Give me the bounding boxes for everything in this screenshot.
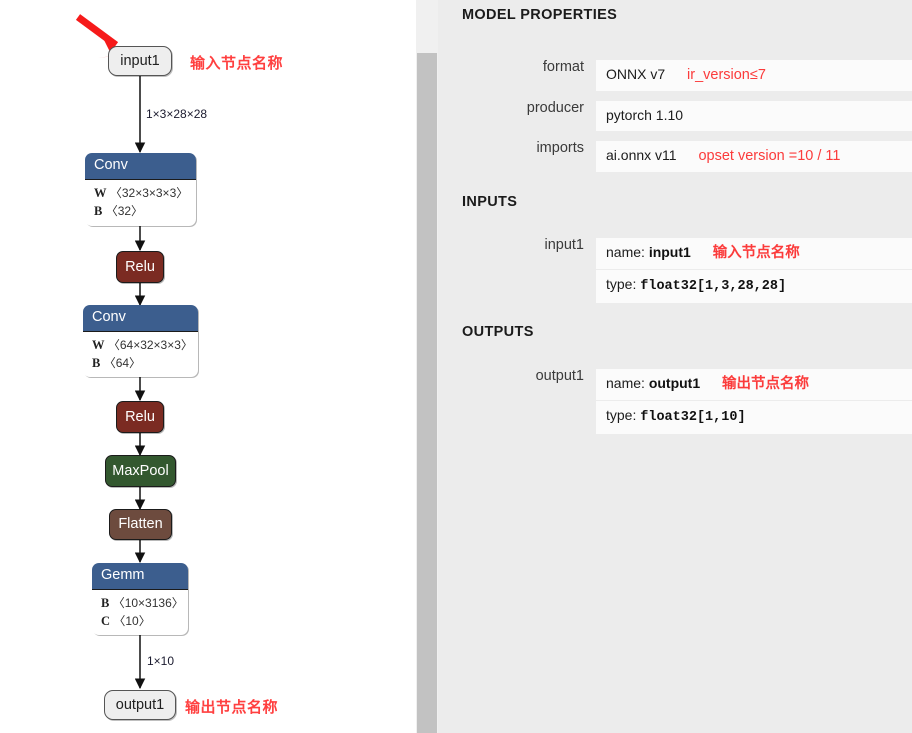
- graph-node-output1-label: output1: [115, 696, 165, 713]
- graph-node-input1-label: input1: [120, 52, 160, 69]
- input-name-label: name:: [606, 244, 645, 260]
- property-key-input1: input1: [544, 237, 584, 253]
- annotation-input-node-name: 输入节点名称: [712, 245, 800, 261]
- output-type-label: type:: [606, 407, 637, 424]
- input-type-value: float32[1,3,28,28]: [640, 279, 787, 295]
- property-key-format: format: [542, 59, 584, 75]
- graph-node-relu-2[interactable]: Relu: [116, 401, 164, 433]
- graph-node-relu-1-label: Relu: [125, 258, 155, 275]
- attr-key: W: [94, 185, 107, 200]
- property-row-output1: output1 name: output1 输出节点名称 type: float…: [462, 368, 912, 434]
- attr-key: B: [94, 204, 103, 219]
- input-node-annotation: 输入节点名称: [190, 55, 284, 72]
- edge-label-input-shape: 1×3×28×28: [146, 107, 208, 121]
- graph-node-flatten-label: Flatten: [118, 516, 163, 533]
- graph-node-gemm-attrs: B 〈10×3136〉 C 〈10〉: [92, 590, 188, 635]
- vertical-scrollbar-thumb[interactable]: [417, 53, 437, 733]
- attr-value: 〈10〉: [113, 614, 151, 629]
- property-value-producer-text: pytorch 1.10: [606, 107, 684, 123]
- annotation-output-node-name: 输出节点名称: [722, 376, 810, 392]
- property-value-format-text: ONNX v7: [606, 66, 666, 82]
- graph-node-gemm-title: Gemm: [92, 563, 188, 590]
- input-name-value: input1: [648, 244, 691, 260]
- input-type-label: type:: [606, 276, 637, 293]
- attr-key: B: [92, 356, 101, 371]
- property-value-format: ONNX v7 ir_version≤7: [596, 60, 912, 92]
- graph-node-gemm[interactable]: Gemm B 〈10×3136〉 C 〈10〉: [92, 563, 188, 635]
- property-value-input1: name: input1 输入节点名称 type: float32[1,3,28…: [596, 238, 912, 303]
- property-row-imports: imports ai.onnx v11 opset version =10 / …: [462, 140, 912, 173]
- graph-node-conv-1[interactable]: Conv W 〈32×3×3×3〉 B 〈32〉: [85, 153, 196, 226]
- graph-edges-svg: [75, 14, 146, 690]
- edge-label-output-shape: 1×10: [147, 654, 175, 668]
- property-key-output1: output1: [535, 368, 584, 384]
- attr-value: 〈64〉: [103, 356, 142, 371]
- graph-canvas[interactable]: input1 输入节点名称 1×3×28×28 Conv W 〈32×3×3×3…: [0, 0, 416, 733]
- attr-value: 〈32〉: [105, 204, 144, 219]
- section-title-model-properties: MODEL PROPERTIES: [462, 7, 618, 23]
- output-node-annotation: 输出节点名称: [185, 699, 279, 716]
- attr-value: 〈10×3136〉: [112, 595, 184, 610]
- property-row-format: format ONNX v7 ir_version≤7: [462, 59, 912, 92]
- attr-value: 〈32×3×3×3〉: [109, 185, 189, 200]
- property-key-imports: imports: [536, 140, 584, 156]
- graph-node-conv-2-attrs: W 〈64×32×3×3〉 B 〈64〉: [83, 332, 198, 377]
- graph-node-relu-1[interactable]: Relu: [116, 251, 164, 283]
- graph-node-maxpool-label: MaxPool: [112, 462, 169, 479]
- output-type-value: float32[1,10]: [640, 410, 746, 426]
- attr-key: C: [101, 614, 111, 629]
- annotation-opset-version: opset version =10 / 11: [698, 148, 841, 164]
- graph-node-conv-1-attrs: W 〈32×3×3×3〉 B 〈32〉: [85, 180, 196, 226]
- property-key-producer: producer: [526, 100, 584, 116]
- graph-node-input1[interactable]: input1: [108, 46, 172, 76]
- property-value-imports-text: ai.onnx v11: [606, 147, 677, 163]
- graph-node-output1[interactable]: output1: [104, 690, 176, 720]
- section-title-inputs: INPUTS: [462, 194, 518, 210]
- property-value-producer: pytorch 1.10: [596, 101, 912, 131]
- attr-key: B: [101, 595, 110, 610]
- section-title-outputs: OUTPUTS: [462, 324, 534, 340]
- output-name-label: name:: [606, 375, 645, 391]
- property-row-input1: input1 name: input1 输入节点名称 type: float32…: [462, 237, 912, 303]
- property-row-producer: producer pytorch 1.10: [462, 100, 912, 131]
- graph-node-conv-2-title: Conv: [83, 305, 198, 332]
- graph-node-conv-1-title: Conv: [85, 153, 196, 180]
- graph-node-maxpool[interactable]: MaxPool: [105, 455, 176, 487]
- graph-node-flatten[interactable]: Flatten: [109, 509, 172, 540]
- attr-key: W: [92, 337, 105, 352]
- graph-node-conv-2[interactable]: Conv W 〈64×32×3×3〉 B 〈64〉: [83, 305, 198, 377]
- output-name-value: output1: [648, 375, 701, 391]
- properties-sidebar: MODEL PROPERTIES format ONNX v7 ir_versi…: [438, 0, 912, 733]
- property-value-output1: name: output1 输出节点名称 type: float32[1,10]: [596, 369, 912, 434]
- attr-value: 〈64×32×3×3〉: [107, 337, 193, 352]
- graph-node-relu-2-label: Relu: [125, 408, 155, 425]
- annotation-ir-version: ir_version≤7: [687, 67, 766, 83]
- property-value-imports: ai.onnx v11 opset version =10 / 11: [596, 141, 912, 173]
